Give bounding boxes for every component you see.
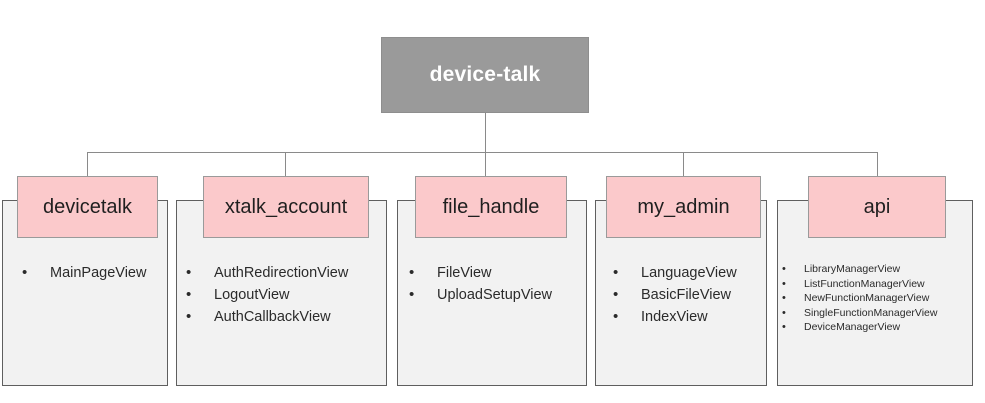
bullet-icon xyxy=(409,262,437,284)
connector-horizontal-bus xyxy=(87,152,878,153)
package-title-api: api xyxy=(863,196,891,218)
list-item: BasicFileView xyxy=(613,284,737,306)
bullet-icon xyxy=(613,284,641,306)
package-items-xtalk-account: AuthRedirectionView LogoutView AuthCallb… xyxy=(186,262,348,328)
list-item-label: AuthRedirectionView xyxy=(214,265,349,281)
list-item-label: NewFunctionManagerView xyxy=(804,292,930,304)
list-item: DeviceManagerView xyxy=(782,320,937,335)
package-title-my-admin: my_admin xyxy=(637,196,730,218)
bullet-icon xyxy=(782,291,804,306)
list-item: IndexView xyxy=(613,306,737,328)
package-items-file-handle: FileView UploadSetupView xyxy=(409,262,552,306)
package-header-my-admin[interactable]: my_admin xyxy=(606,176,761,238)
package-items-api: LibraryManagerView ListFunctionManagerVi… xyxy=(782,262,937,335)
connector-root-stem xyxy=(485,113,486,152)
bullet-icon xyxy=(409,284,437,306)
bullet-icon xyxy=(613,306,641,328)
list-item-label: IndexView xyxy=(641,309,708,325)
bullet-icon xyxy=(186,284,214,306)
bullet-icon xyxy=(782,306,804,321)
connector-drop-api xyxy=(877,152,878,176)
root-node-device-talk[interactable]: device-talk xyxy=(381,37,589,113)
connector-drop-xtalk-account xyxy=(285,152,286,176)
package-header-devicetalk[interactable]: devicetalk xyxy=(17,176,158,238)
list-item-label: MainPageView xyxy=(50,265,147,281)
bullet-icon xyxy=(22,262,50,284)
list-item: UploadSetupView xyxy=(409,284,552,306)
list-item: AuthCallbackView xyxy=(186,306,348,328)
list-item-label: FileView xyxy=(437,265,492,281)
connector-drop-my-admin xyxy=(683,152,684,176)
package-items-devicetalk: MainPageView xyxy=(22,262,146,284)
package-title-file-handle: file_handle xyxy=(442,196,540,218)
list-item: SingleFunctionManagerView xyxy=(782,306,937,321)
bullet-icon xyxy=(782,262,804,277)
package-header-api[interactable]: api xyxy=(808,176,946,238)
bullet-icon xyxy=(186,262,214,284)
list-item: FileView xyxy=(409,262,552,284)
package-title-devicetalk: devicetalk xyxy=(43,196,132,218)
list-item: ListFunctionManagerView xyxy=(782,277,937,292)
list-item-label: SingleFunctionManagerView xyxy=(804,306,938,319)
list-item: AuthRedirectionView xyxy=(186,262,348,284)
list-item-label: AuthCallbackView xyxy=(214,309,331,325)
list-item-label: LanguageView xyxy=(641,265,737,281)
bullet-icon xyxy=(613,262,641,284)
connector-drop-file-handle xyxy=(485,152,486,176)
list-item: NewFunctionManagerView xyxy=(782,291,937,306)
package-title-xtalk-account: xtalk_account xyxy=(224,196,348,218)
list-item: LibraryManagerView xyxy=(782,262,937,277)
bullet-icon xyxy=(186,306,214,328)
list-item-label: LogoutView xyxy=(214,287,290,303)
list-item-label: ListFunctionManagerView xyxy=(804,277,925,290)
list-item: MainPageView xyxy=(22,262,146,284)
list-item-label: DeviceManagerView xyxy=(804,321,901,333)
list-item: LogoutView xyxy=(186,284,348,306)
list-item-label: BasicFileView xyxy=(641,287,731,303)
package-header-xtalk-account[interactable]: xtalk_account xyxy=(203,176,369,238)
list-item-label: LibraryManagerView xyxy=(804,263,901,275)
bullet-icon xyxy=(782,277,804,292)
list-item-label: UploadSetupView xyxy=(437,287,553,303)
bullet-icon xyxy=(782,320,804,335)
root-node-label: device-talk xyxy=(429,63,541,86)
package-items-my-admin: LanguageView BasicFileView IndexView xyxy=(613,262,737,328)
package-header-file-handle[interactable]: file_handle xyxy=(415,176,567,238)
list-item: LanguageView xyxy=(613,262,737,284)
connector-drop-devicetalk xyxy=(87,152,88,176)
